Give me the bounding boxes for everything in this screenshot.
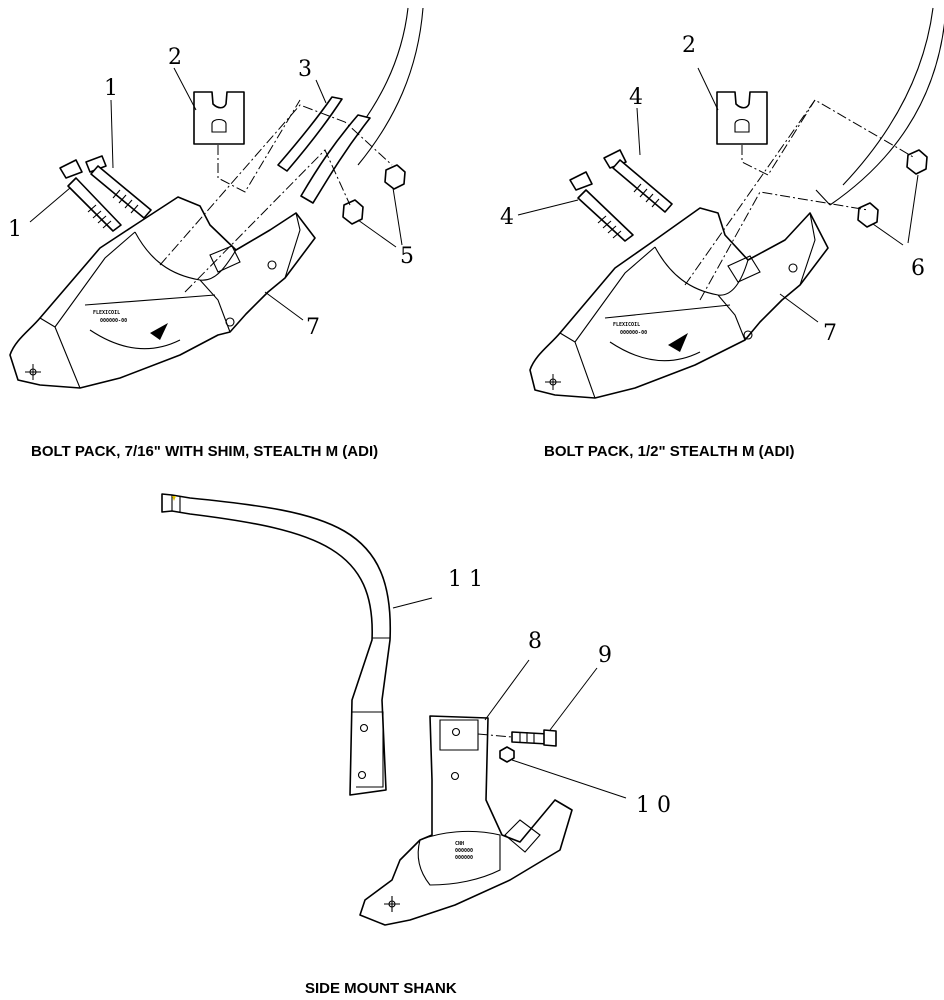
left-bolt-lower (59, 159, 122, 232)
left-point: FLEXICOIL 000000-00 (9, 196, 316, 389)
left-centerlines (159, 99, 393, 293)
left-shim (277, 96, 371, 204)
left-bolt-upper (85, 155, 152, 219)
callout-right-7: 7 (823, 321, 837, 346)
callout-right-4-lower: 4 (500, 205, 514, 230)
side-mount-shank (161, 493, 391, 796)
callout-right-2: 2 (682, 33, 696, 58)
bracket-marking-3: 000000 (455, 855, 473, 861)
caption-right-assembly: BOLT PACK, 1/2" STEALTH M (ADI) (544, 443, 794, 460)
callout-bottom-9: 9 (598, 643, 612, 668)
callout-left-7: 7 (306, 315, 320, 340)
bracket: CNH 000000 000000 (359, 715, 573, 926)
bottom-bolt (511, 729, 557, 747)
callout-bottom-11: 1 1 (448, 567, 483, 592)
callout-bottom-10: 1 0 (636, 793, 671, 818)
right-bolt-lower (569, 171, 634, 242)
right-point-marking-2: 000000-00 (620, 330, 647, 336)
left-nut-upper (384, 164, 406, 190)
bracket-marking-2: 000000 (455, 848, 473, 854)
left-nut-lower (342, 199, 364, 225)
callout-left-2: 2 (168, 45, 182, 70)
right-point: FLEXICOIL 000000-00 (529, 207, 829, 399)
left-shim-plate (193, 91, 245, 145)
bottom-assembly: CNH 000000 000000 1 1 8 9 1 0 (161, 493, 671, 926)
right-point-marking-1: FLEXICOIL (613, 322, 640, 328)
bracket-marking-1: CNH (455, 841, 464, 847)
right-bolt-upper (603, 149, 673, 213)
right-nut-lower (857, 202, 879, 228)
callout-left-3: 3 (298, 57, 312, 82)
left-assembly: FLEXICOIL 000000-00 2 1 1 3 5 7 (8, 7, 424, 389)
callout-right-6: 6 (911, 256, 925, 281)
bottom-nut (499, 746, 515, 763)
left-point-marking-2: 000000-00 (100, 318, 127, 324)
callout-left-1-lower: 1 (8, 217, 22, 242)
right-shank-curve (815, 7, 944, 206)
callout-left-1-upper: 1 (104, 76, 118, 101)
right-shim-plate (716, 91, 768, 145)
right-assembly: FLEXICOIL 000000-00 2 4 4 6 7 (500, 7, 944, 399)
right-centerlines (684, 99, 916, 301)
callout-right-4-upper: 4 (629, 85, 643, 110)
caption-left-assembly: BOLT PACK, 7/16" WITH SHIM, STEALTH M (A… (31, 443, 378, 460)
callout-bottom-8: 8 (528, 629, 542, 654)
caption-bottom-assembly: SIDE MOUNT SHANK (305, 980, 457, 997)
callout-left-5: 5 (400, 244, 414, 269)
left-point-marking-1: FLEXICOIL (93, 310, 120, 316)
right-nut-upper (906, 149, 928, 175)
